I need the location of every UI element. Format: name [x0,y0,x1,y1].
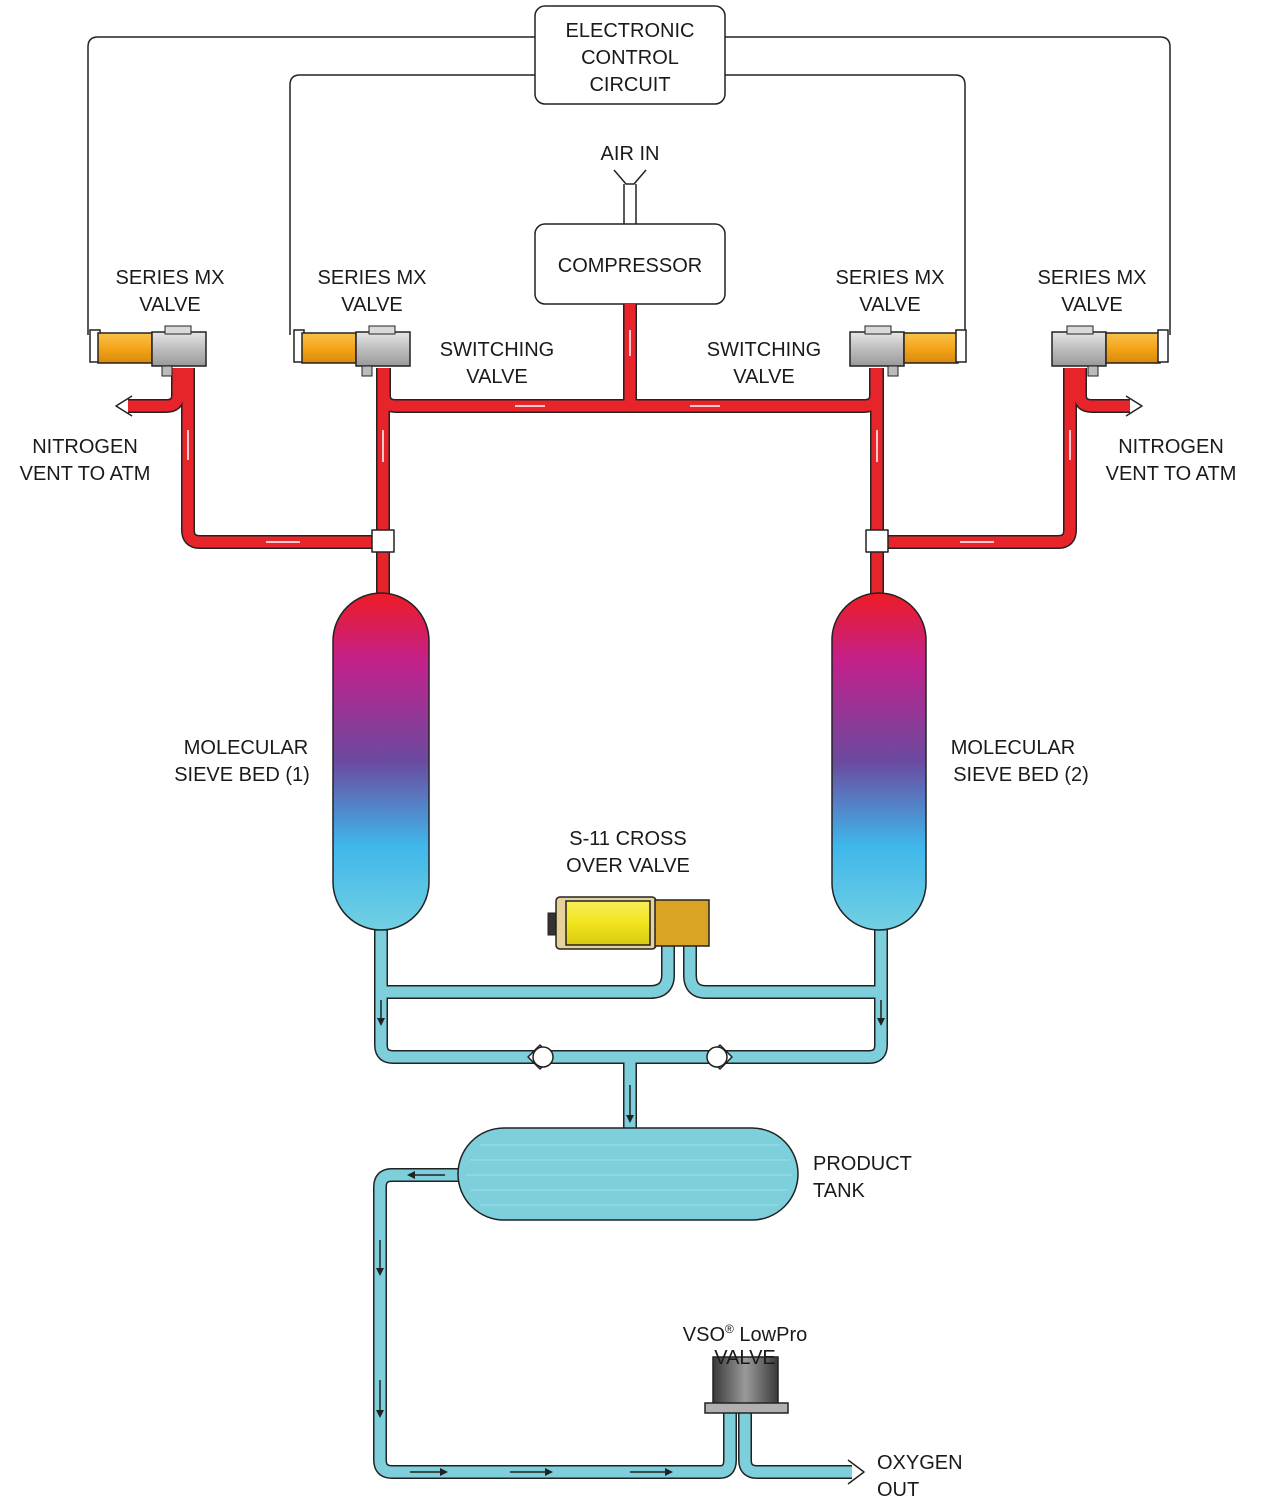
vso-valve-label-1: VSO® LowPro [683,1322,807,1346]
mx-valve-3 [849,325,967,377]
switching-right-label-1: SWITCHING [707,339,821,361]
vso-label-text: VSO [683,1324,725,1346]
compressor-label: COMPRESSOR [558,255,702,277]
switching-left-label-1: SWITCHING [440,339,554,361]
sieve-bed-2-label-2: SIEVE BED (2) [953,764,1089,786]
electronic-control-circuit: ELECTRONIC CONTROL CIRCUIT [534,5,726,105]
vso-lowpro-valve [704,1356,789,1414]
control-circuit-label-3: CIRCUIT [589,74,670,96]
s11-crossover-valve [547,896,710,950]
valve-labels: SERIES MX VALVE SERIES MX VALVE SERIES M… [20,267,1237,485]
check-valve-right [706,1044,733,1070]
crossover-valve-label-2: OVER VALVE [566,855,690,877]
mx-valve-1-label-1: SERIES MX [116,267,225,289]
switching-left-label-2: VALVE [466,366,528,388]
air-inlet: AIR IN [601,143,660,224]
vent-left-label-2: VENT TO ATM [20,463,151,485]
compressor: COMPRESSOR [534,223,726,305]
mx-valve-3-label-2: VALVE [859,294,921,316]
oxygen-out-label-2: OUT [877,1479,919,1501]
product-tank-label-1: PRODUCT [813,1153,912,1175]
mx-valve-2-label-2: VALVE [341,294,403,316]
sieve-bed-1 [332,592,430,931]
control-circuit-label-1: ELECTRONIC [566,20,695,42]
vso-registered-mark: ® [725,1322,734,1336]
mx-valve-4-label-2: VALVE [1061,294,1123,316]
mx-valve-4 [1051,325,1169,377]
sieve-bed-1-label-1: MOLECULAR [184,737,308,759]
mx-valve-4-label-1: SERIES MX [1038,267,1147,289]
vent-left-label-1: NITROGEN [32,436,138,458]
control-circuit-label-2: CONTROL [581,47,679,69]
oxygen-out-label-1: OXYGEN [877,1452,963,1474]
switching-right-label-2: VALVE [733,366,795,388]
product-tank [457,1127,799,1221]
air-in-label: AIR IN [601,143,660,165]
oxygen-pipes [373,930,888,1485]
mx-valve-2 [293,325,411,377]
mx-valve-2-label-1: SERIES MX [318,267,427,289]
check-valve-left [527,1044,554,1070]
vent-right-label-2: VENT TO ATM [1106,463,1237,485]
mx-valve-1 [89,325,207,377]
sieve-bed-2-label-1: MOLECULAR [951,737,1075,759]
mx-valve-3-label-1: SERIES MX [836,267,945,289]
air-pipes [115,304,1143,593]
sieve-bed-2 [831,592,927,931]
vent-right-label-1: NITROGEN [1118,436,1224,458]
vso-label-lowpro: LowPro [734,1324,807,1346]
control-wiring [87,36,1171,335]
product-tank-label-2: TANK [813,1180,866,1202]
vso-valve-label-2: VALVE [714,1347,776,1369]
crossover-valve-label-1: S-11 CROSS [569,828,686,850]
sieve-bed-1-label-2: SIEVE BED (1) [174,764,310,786]
mx-valve-1-label-2: VALVE [139,294,201,316]
